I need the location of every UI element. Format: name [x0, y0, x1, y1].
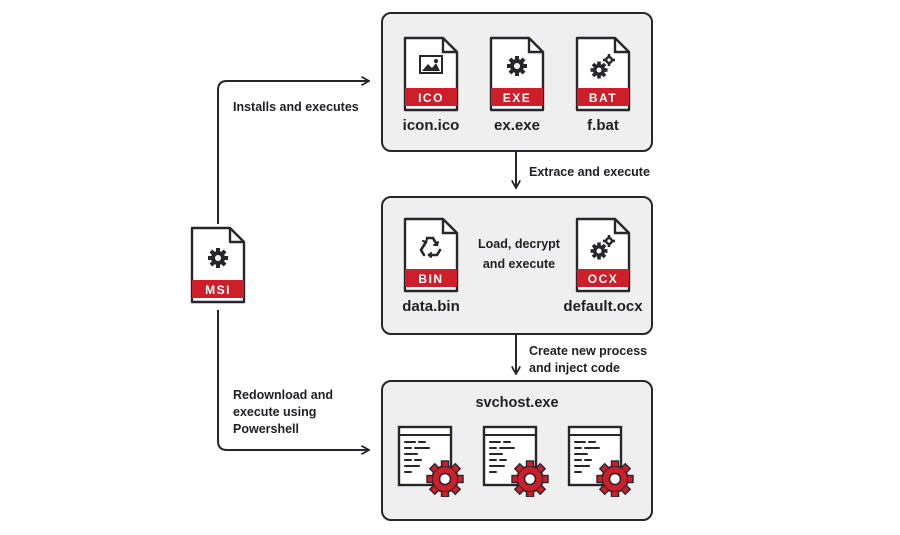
red-gear-icon [426, 460, 464, 497]
recycle-icon [419, 236, 442, 258]
exe-file-label: ex.exe [494, 117, 540, 134]
installs-label: Installs and executes [233, 100, 359, 114]
ocx-file-icon: OCX [575, 217, 631, 293]
create-process-line-1: Create new process [529, 344, 648, 358]
bat-badge: BAT [589, 91, 617, 105]
create-process-line-2: and inject code [529, 361, 620, 375]
load-decrypt-line-2: and execute [482, 257, 556, 271]
gear-icon [507, 56, 527, 76]
image-icon [419, 55, 443, 74]
ocx-file-label: default.ocx [563, 298, 643, 315]
msi-badge: MSI [205, 283, 231, 297]
redownload-label: Redownload and execute using Powershell [233, 387, 333, 438]
exe-badge: EXE [503, 91, 532, 105]
ocx-badge: OCX [588, 272, 619, 286]
process-window-icon-2 [482, 425, 549, 497]
arrow-installs [217, 81, 368, 224]
bat-file-label: f.bat [587, 117, 619, 134]
redownload-line-3: Powershell [233, 422, 299, 436]
gear-icon [208, 248, 228, 268]
bat-file-icon: BAT [575, 36, 631, 112]
process-window-icon-3 [567, 425, 634, 497]
exe-file-icon: EXE [489, 36, 545, 112]
redownload-line-1: Redownload and [233, 388, 333, 402]
redownload-line-2: execute using [233, 405, 317, 419]
load-decrypt-line-1: Load, decrypt [478, 237, 560, 251]
bin-file-label: data.bin [402, 298, 460, 315]
ico-badge: ICO [418, 91, 444, 105]
gears-icon [590, 54, 615, 79]
bin-file-icon: BIN [403, 217, 459, 293]
red-gear-icon [511, 460, 549, 497]
red-gear-icon [596, 460, 634, 497]
create-process-label: Create new process and inject code [529, 343, 647, 377]
svchost-title: svchost.exe [475, 395, 559, 411]
extract-label: Extrace and execute [529, 165, 650, 179]
msi-file-icon: MSI [190, 226, 246, 304]
gears-icon [590, 235, 615, 260]
ico-file-icon: ICO [403, 36, 459, 112]
load-decrypt-label: Load, decrypt and execute [478, 236, 560, 273]
arrow-redownload [217, 310, 368, 450]
ico-file-label: icon.ico [402, 117, 460, 134]
process-window-icon-1 [397, 425, 464, 497]
bin-badge: BIN [418, 272, 443, 286]
